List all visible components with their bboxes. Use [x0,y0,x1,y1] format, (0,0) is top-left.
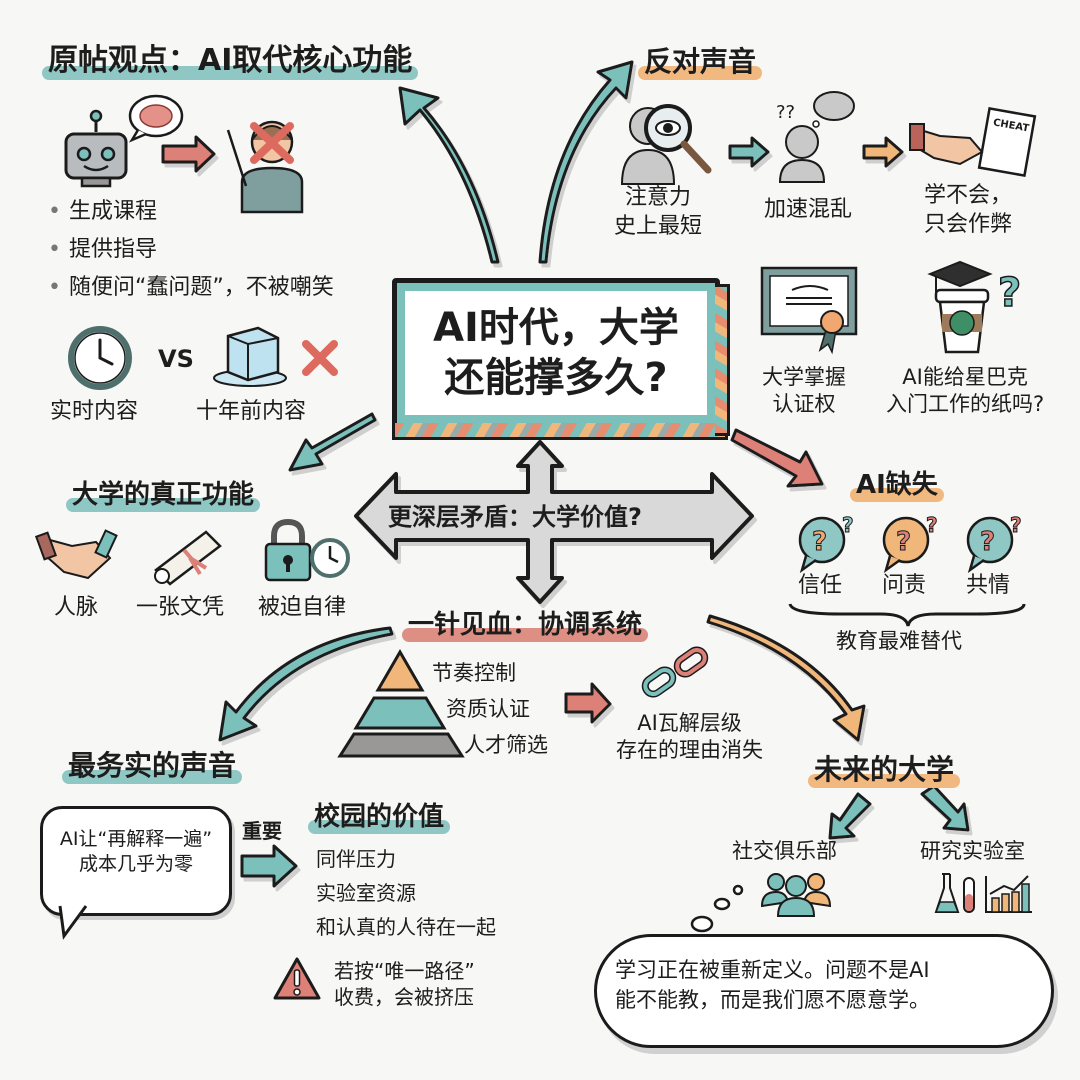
x-icon [302,340,338,376]
speech-bubble: AI让“再解释一遍” 成本几乎为零 [40,806,232,916]
trust-label: 信任 [798,573,843,598]
pyramid-tier-credential: 资质认证 [446,697,530,721]
self-discipline-label: 被迫自律 [258,595,347,620]
opposition-step-cheat: 学不会， 只会作弊 [924,183,1013,237]
certificate-icon [760,266,858,355]
diploma-label: 一张文凭 [136,595,225,620]
broken-chain-icon [641,646,709,698]
campus-value-item: 同伴压力 [316,847,396,871]
opposition-heading: 反对声音 [637,45,763,80]
warning-icon [273,957,321,1000]
pyramid-icon [337,649,465,758]
central-title-line1: AI时代，大学 [433,305,679,351]
speech-bubble-tail [58,905,88,940]
important-label: 重要 [242,819,282,843]
original-post-bullet: 随便问“蠢问题”，不被嘲笑 [48,274,334,303]
campus-value-heading: 校园的价值 [307,802,451,834]
svg-text:?: ? [926,513,938,537]
hardest-to-replace-label: 教育最难替代 [836,629,962,653]
starbucks-question-label: AI能给星巴克 入门工作的纸吗? [886,365,1045,417]
realtime-content-label: 实时内容 [50,399,139,424]
people-group-icon [760,873,832,917]
central-title: AI时代，大学 还能撑多久? [397,303,715,403]
melting-ice-icon [213,326,287,387]
speech-bubble-text: AI让“再解释一遍” 成本几乎为零 [59,828,213,875]
pyramid-tier-screening: 人才筛选 [464,733,548,757]
old-content-label: 十年前内容 [196,399,307,424]
original-post-heading: 原帖观点：AI取代核心功能 [41,43,419,80]
certification-power-label: 大学掌握 认证权 [762,365,846,417]
thought-cloud-text: 学习正在被重新定义。问题不是AI 能不能教，而是我们愿不愿意学。 [615,958,930,1013]
pragmatic-heading: 最务实的声音 [61,749,243,784]
network-label: 人脉 [54,595,99,620]
clock-icon [68,326,132,390]
robot-icon [64,109,128,188]
handshake-icon [34,529,118,580]
accountability-label: 问责 [882,573,927,598]
lock-clock-icon [264,518,350,582]
empathy-question-bubble-icon: ? ? [966,513,1022,574]
svg-text:?: ? [896,527,911,557]
cheat-handshake-icon: CHEAT [909,107,1037,177]
research-lab-label: 研究实验室 [920,839,1025,863]
title-box-stripe-bottom [392,423,728,440]
teacher-crossed-icon [226,120,304,214]
original-post-bullet: 生成课程 [48,198,157,227]
thought-cloud: 学习正在被重新定义。问题不是AI 能不能教，而是我们愿不愿意学。 [594,934,1054,1048]
central-title-line2: 还能撑多久? [444,355,668,401]
magnifier-person-icon [620,104,712,185]
vs-label: VS [158,345,194,373]
real-function-heading: 大学的真正功能 [65,480,261,512]
svg-text:??: ?? [776,102,795,123]
pyramid-tier-pace: 节奏控制 [432,661,516,685]
svg-text:?: ? [812,527,827,557]
brain-icon [128,94,184,143]
svg-text:?: ? [1010,513,1022,537]
opposition-step-confusion: 加速混乱 [764,197,853,222]
original-post-bullet: 提供指导 [48,236,157,265]
deeper-conflict-label: 更深层矛盾：大学价值? [388,503,642,531]
coffee-cup-grad-cap-icon: ? [927,260,1022,354]
social-club-label: 社交俱乐部 [732,839,837,863]
accountability-question-bubble-icon: ? ? [882,513,938,574]
svg-text:?: ? [998,270,1021,316]
coordination-heading: 一针见血：协调系统 [401,610,649,642]
future-university-heading: 未来的大学 [807,753,961,788]
campus-value-item: 和认真的人待在一起 [316,915,496,939]
warning-text: 若按“唯一路径” 收费，会被挤压 [334,959,475,1009]
thought-dots-icon [690,884,744,933]
title-box-stripe-right [715,284,730,436]
opposition-step-attention: 注意力 史上最短 [614,185,703,239]
empathy-label: 共情 [966,573,1011,598]
diploma-scroll-icon [154,530,222,586]
ai-lacks-heading: AI缺失 [850,470,944,502]
central-title-box: AI时代，大学 还能撑多久? [392,278,720,428]
svg-text:?: ? [842,513,854,537]
ai-dismantles-hierarchy-label: AI瓦解层级 存在的理由消失 [616,711,763,763]
lab-chart-icon [934,873,1032,913]
trust-question-bubble-icon: ? ? [798,513,854,574]
svg-text:?: ? [980,527,995,557]
confused-person-icon: ?? [776,91,855,183]
campus-value-item: 实验室资源 [316,881,416,905]
